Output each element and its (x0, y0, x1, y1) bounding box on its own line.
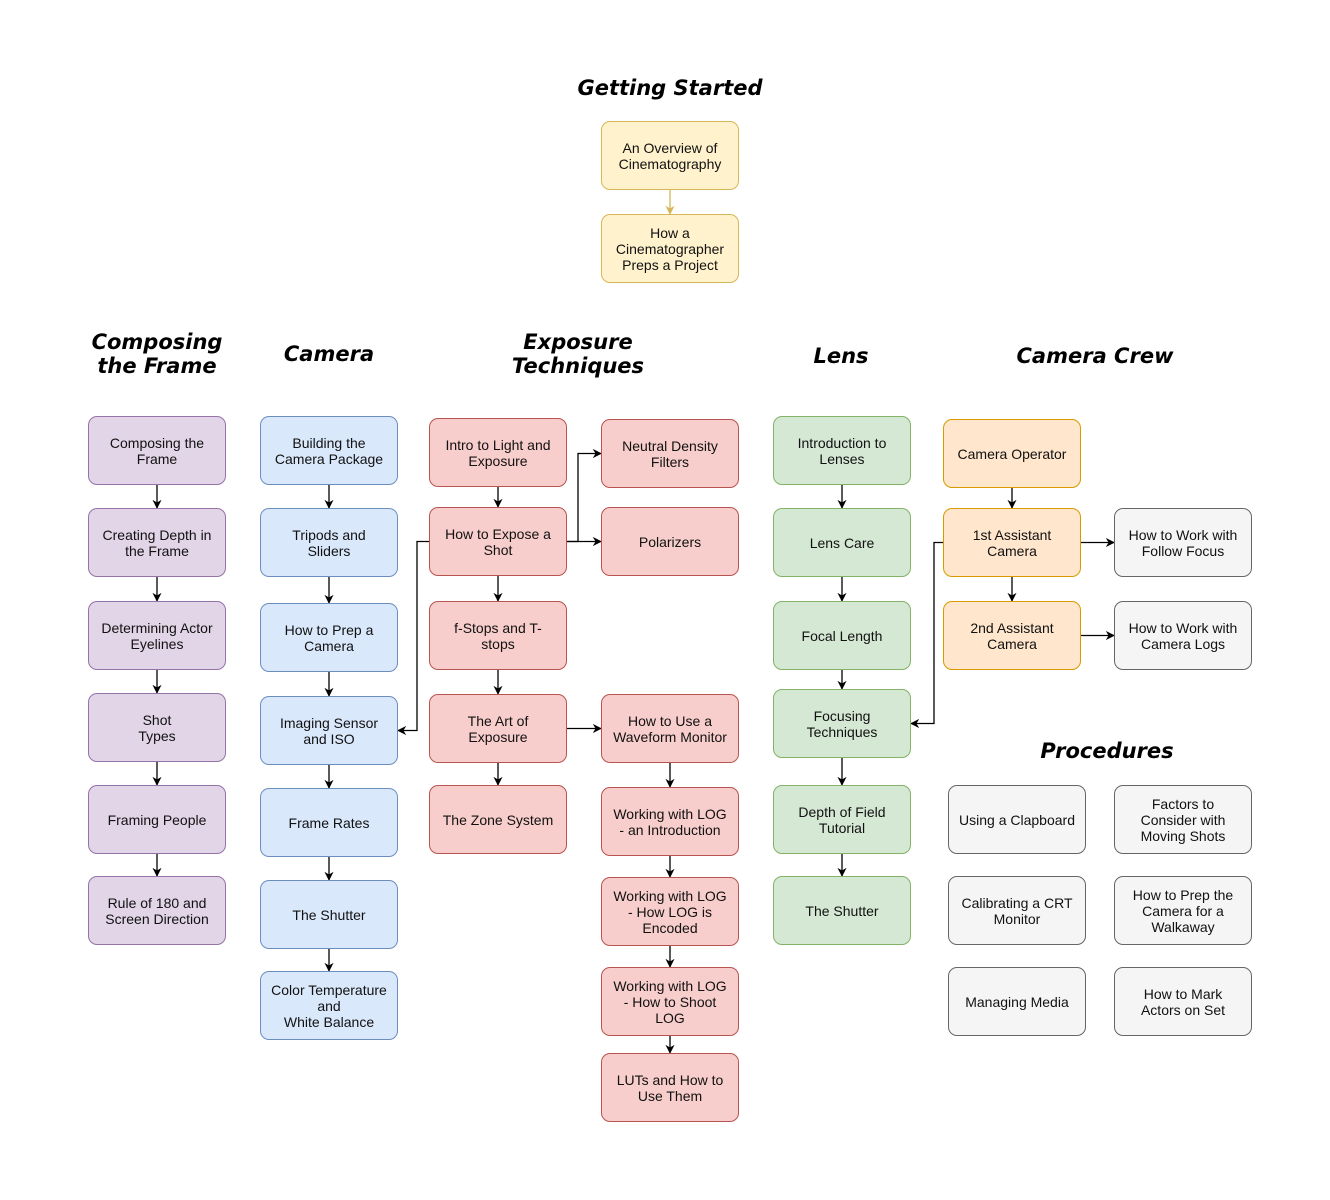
node-ex1[interactable]: Intro to Light and Exposure (429, 418, 567, 487)
node-cr5[interactable]: How to Work with Camera Logs (1114, 601, 1252, 670)
heading-procedures: Procedures (1040, 739, 1174, 763)
node-ex7[interactable]: Polarizers (601, 507, 739, 576)
edge-ex2-to-ex6 (567, 448, 602, 543)
node-cr1[interactable]: Camera Operator (943, 419, 1081, 488)
heading-composing: Composing the Frame (91, 330, 223, 378)
node-ex9[interactable]: Working with LOG - an Introduction (601, 787, 739, 856)
node-ca2[interactable]: Tripods and Sliders (260, 508, 398, 577)
node-ca7[interactable]: Color Temperature and White Balance (260, 971, 398, 1040)
node-ex12[interactable]: LUTs and How to Use Them (601, 1053, 739, 1122)
node-gs2[interactable]: How a Cinematographer Preps a Project (601, 214, 739, 283)
node-cf4[interactable]: Shot Types (88, 693, 226, 762)
node-cf6[interactable]: Rule of 180 and Screen Direction (88, 876, 226, 945)
heading-camera: Camera (283, 342, 375, 366)
node-cf5[interactable]: Framing People (88, 785, 226, 854)
node-ca1[interactable]: Building the Camera Package (260, 416, 398, 485)
node-pr1[interactable]: Using a Clapboard (948, 785, 1086, 854)
node-ex11[interactable]: Working with LOG - How to Shoot LOG (601, 967, 739, 1036)
heading-lens: Lens (813, 344, 869, 368)
node-le2[interactable]: Lens Care (773, 508, 911, 577)
node-cf3[interactable]: Determining Actor Eyelines (88, 601, 226, 670)
node-gs1[interactable]: An Overview of Cinematography (601, 121, 739, 190)
node-cf1[interactable]: Composing the Frame (88, 416, 226, 485)
node-cr4[interactable]: How to Work with Follow Focus (1114, 508, 1252, 577)
node-ex10[interactable]: Working with LOG - How LOG is Encoded (601, 877, 739, 946)
node-ex6[interactable]: Neutral Density Filters (601, 419, 739, 488)
node-le1[interactable]: Introduction to Lenses (773, 416, 911, 485)
node-le4[interactable]: Focusing Techniques (773, 689, 911, 758)
node-ex4[interactable]: The Art of Exposure (429, 694, 567, 763)
node-ex2[interactable]: How to Expose a Shot (429, 507, 567, 576)
node-cr2[interactable]: 1st Assistant Camera (943, 508, 1081, 577)
node-le6[interactable]: The Shutter (773, 876, 911, 945)
node-ex3[interactable]: f-Stops and T- stops (429, 601, 567, 670)
edge-ex2-to-ca4 (397, 540, 429, 736)
node-ca4[interactable]: Imaging Sensor and ISO (260, 696, 398, 765)
node-ex5[interactable]: The Zone System (429, 785, 567, 854)
heading-exposure: Exposure Techniques (511, 330, 645, 378)
node-ca3[interactable]: How to Prep a Camera (260, 603, 398, 672)
node-pr5[interactable]: Managing Media (948, 967, 1086, 1036)
heading-getting-started: Getting Started (577, 76, 763, 100)
node-pr4[interactable]: How to Prep the Camera for a Walkaway (1114, 876, 1252, 945)
heading-crew: Camera Crew (1016, 344, 1174, 368)
node-cf2[interactable]: Creating Depth in the Frame (88, 508, 226, 577)
node-ca5[interactable]: Frame Rates (260, 788, 398, 857)
node-cr3[interactable]: 2nd Assistant Camera (943, 601, 1081, 670)
edge-cr2-to-le4 (910, 541, 943, 729)
node-pr3[interactable]: Calibrating a CRT Monitor (948, 876, 1086, 945)
node-le3[interactable]: Focal Length (773, 601, 911, 670)
node-pr6[interactable]: How to Mark Actors on Set (1114, 967, 1252, 1036)
node-le5[interactable]: Depth of Field Tutorial (773, 785, 911, 854)
node-pr2[interactable]: Factors to Consider with Moving Shots (1114, 785, 1252, 854)
node-ex8[interactable]: How to Use a Waveform Monitor (601, 694, 739, 763)
node-ca6[interactable]: The Shutter (260, 880, 398, 949)
